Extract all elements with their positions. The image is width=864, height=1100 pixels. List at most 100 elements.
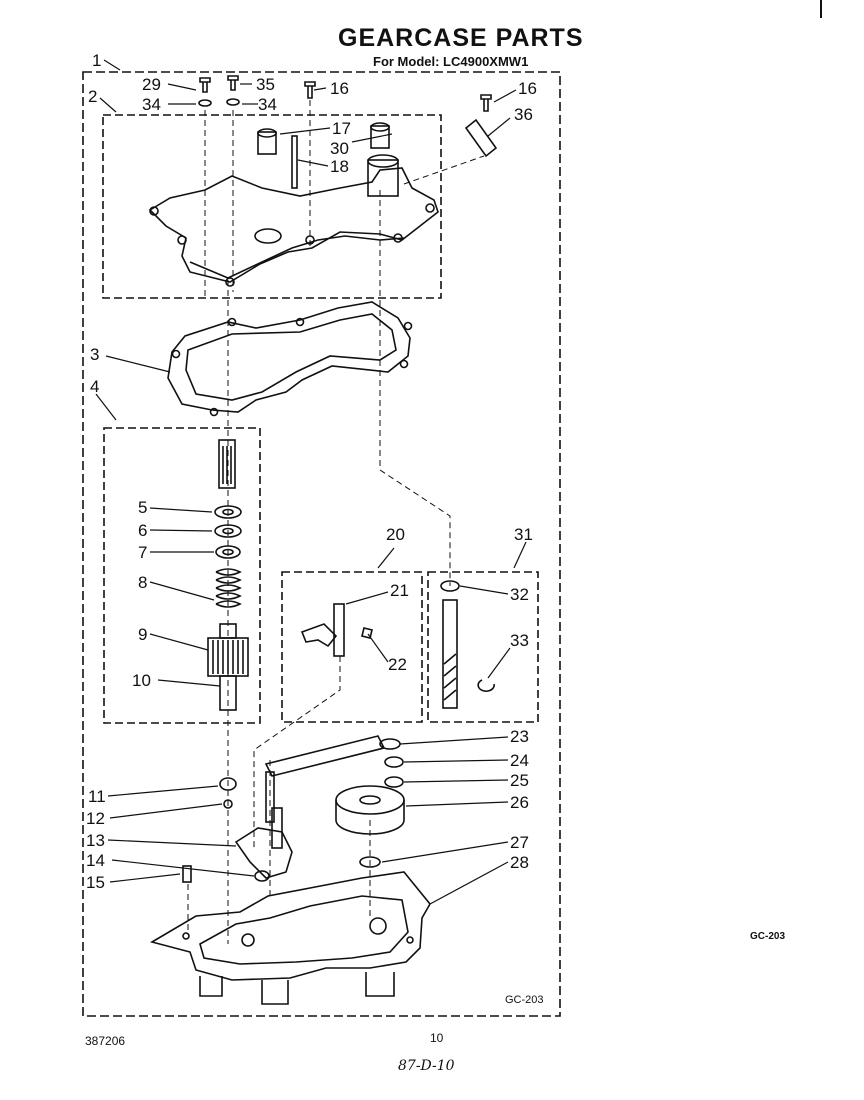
shift-fork-shaft bbox=[333, 603, 345, 657]
leader-lines bbox=[95, 59, 527, 905]
spline-lines bbox=[222, 446, 232, 484]
bearing-30 bbox=[370, 125, 390, 149]
figure-code-inside: GC-203 bbox=[505, 994, 544, 1006]
corner-mark bbox=[820, 0, 828, 18]
callout-30: 30 bbox=[330, 139, 349, 158]
callout-3: 3 bbox=[90, 345, 99, 364]
crank-13 bbox=[234, 827, 293, 879]
cover-boss bbox=[254, 228, 282, 244]
screw-35 bbox=[227, 75, 239, 91]
washer-27 bbox=[359, 856, 381, 868]
washer-34-left bbox=[198, 99, 212, 107]
screw-29 bbox=[199, 77, 211, 93]
washer-24 bbox=[384, 756, 404, 768]
gearcase-base bbox=[149, 871, 431, 981]
gasket-hole bbox=[403, 321, 413, 331]
washer-34-right bbox=[226, 98, 240, 106]
cover-hole bbox=[177, 235, 187, 245]
drive-link bbox=[264, 735, 386, 777]
callout-25: 25 bbox=[510, 771, 529, 790]
callout-labels: 1 2 29 34 35 34 16 16 36 17 30 18 3 4 5 … bbox=[86, 51, 537, 892]
callout-11: 11 bbox=[88, 787, 106, 806]
shift-fork-frame-20 bbox=[281, 571, 423, 723]
callout-10: 10 bbox=[132, 671, 151, 690]
callout-21: 21 bbox=[390, 581, 409, 600]
bearing-17-top bbox=[257, 128, 277, 138]
callout-31: 31 bbox=[514, 525, 533, 544]
document-number: 387206 bbox=[85, 1034, 126, 1048]
diagram-title: GEARCASE PARTS bbox=[338, 24, 584, 52]
pinion-teeth bbox=[212, 640, 244, 674]
callout-6: 6 bbox=[138, 521, 147, 540]
assembly-frame-1 bbox=[82, 71, 561, 1017]
washer-23 bbox=[379, 738, 401, 750]
cover-post bbox=[367, 159, 399, 197]
figure-code-outside: GC-203 bbox=[750, 931, 786, 942]
callout-36: 36 bbox=[514, 105, 533, 124]
callout-33: 33 bbox=[510, 631, 529, 650]
gear-26-body bbox=[335, 800, 405, 835]
gear-26 bbox=[335, 785, 405, 815]
cover-post-top bbox=[367, 154, 399, 168]
spin-pinion-frame-31 bbox=[427, 571, 539, 723]
pin-18 bbox=[291, 135, 298, 189]
shaft-splined bbox=[218, 439, 236, 489]
spin-pinion-shaft bbox=[442, 599, 458, 709]
washer-32 bbox=[440, 580, 460, 592]
callout-1: 1 bbox=[92, 51, 101, 70]
callout-29: 29 bbox=[142, 75, 161, 94]
callout-2: 2 bbox=[88, 87, 97, 106]
screw-16-center bbox=[304, 81, 316, 99]
gearcase-cover bbox=[148, 167, 439, 283]
screw-16-right bbox=[480, 94, 492, 112]
callout-23: 23 bbox=[510, 727, 529, 746]
callout-35: 35 bbox=[256, 75, 275, 94]
callout-15: 15 bbox=[86, 873, 105, 892]
base-boss bbox=[241, 933, 255, 947]
callout-14: 14 bbox=[86, 851, 105, 870]
callout-27: 27 bbox=[510, 833, 529, 852]
cover-hole bbox=[225, 277, 235, 287]
clip-36 bbox=[464, 118, 498, 158]
callout-22: 22 bbox=[388, 655, 407, 674]
gear-26-hub bbox=[359, 795, 381, 805]
cover-hole bbox=[393, 233, 403, 243]
callout-34-left: 34 bbox=[142, 95, 161, 114]
assembly-centerlines bbox=[187, 100, 485, 944]
callout-16-center: 16 bbox=[330, 79, 349, 98]
bearing-30-top bbox=[370, 122, 390, 132]
base-boss bbox=[369, 917, 387, 935]
callout-13: 13 bbox=[86, 831, 105, 850]
gearcase-base-inner bbox=[199, 895, 409, 965]
callout-12: 12 bbox=[86, 809, 105, 828]
callout-18: 18 bbox=[330, 157, 349, 176]
gasket-hole bbox=[209, 407, 219, 417]
callout-26: 26 bbox=[510, 793, 529, 812]
cover-hole bbox=[425, 203, 435, 213]
callout-7: 7 bbox=[138, 543, 147, 562]
clip-22 bbox=[361, 627, 373, 639]
gasket-hole bbox=[295, 317, 305, 327]
spin-pinion-spiral bbox=[443, 653, 457, 701]
gasket-3-inner bbox=[185, 313, 397, 401]
callout-5: 5 bbox=[138, 498, 147, 517]
ring-33 bbox=[477, 679, 495, 692]
gasket-hole bbox=[399, 359, 409, 369]
model-subtitle: For Model: LC4900XMW1 bbox=[373, 54, 529, 69]
spring-8 bbox=[215, 568, 242, 608]
callout-8: 8 bbox=[138, 573, 147, 592]
gearcase-cover-rim bbox=[189, 235, 405, 279]
callout-32: 32 bbox=[510, 585, 529, 604]
callout-16-right: 16 bbox=[518, 79, 537, 98]
page-number: 10 bbox=[430, 1031, 444, 1045]
crank-bushing-14 bbox=[254, 870, 270, 882]
callout-20: 20 bbox=[386, 525, 405, 544]
callout-34-right: 34 bbox=[258, 95, 277, 114]
cover-frame-2 bbox=[102, 114, 442, 299]
callout-28: 28 bbox=[510, 853, 529, 872]
cover-hole bbox=[149, 206, 159, 216]
handwritten-note: 87-D-10 bbox=[398, 1058, 455, 1074]
base-hole bbox=[182, 932, 190, 940]
